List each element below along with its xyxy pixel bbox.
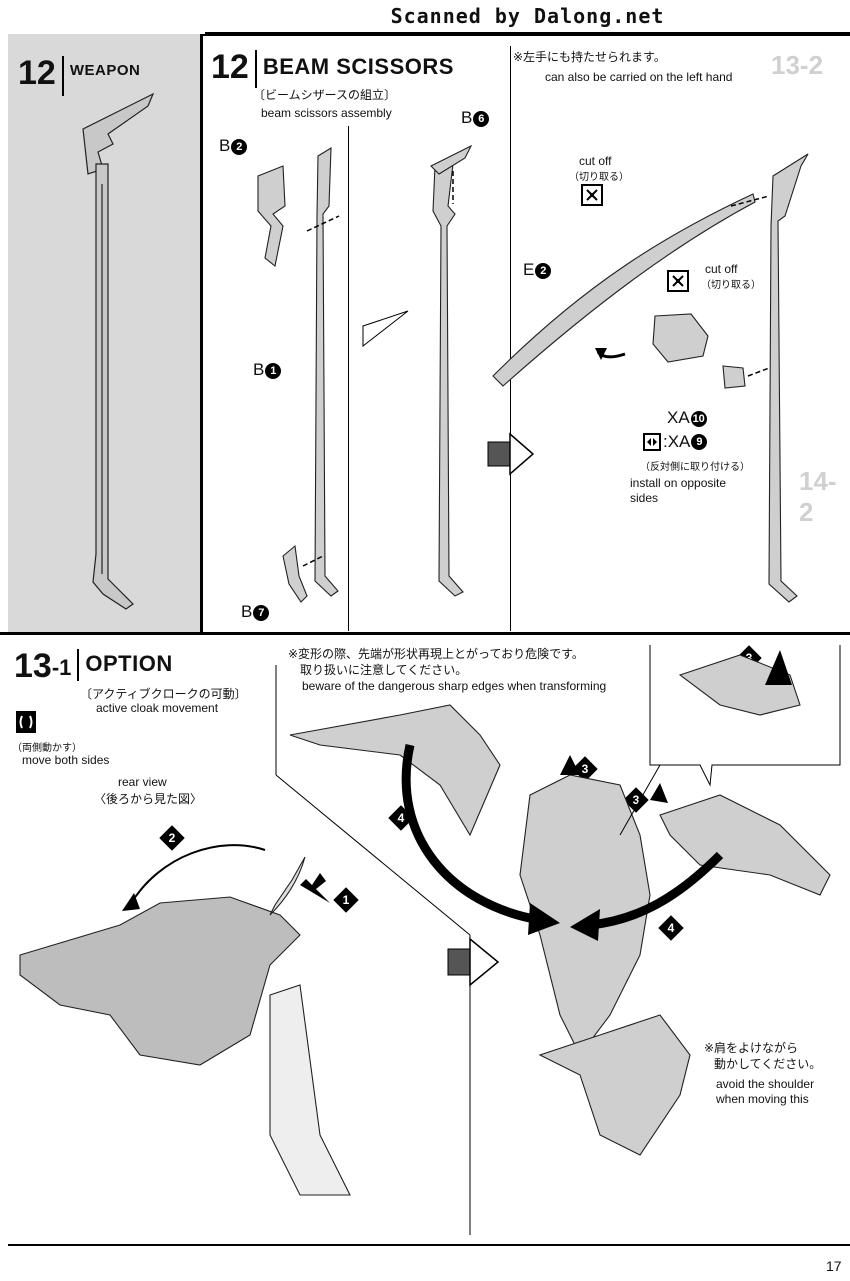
weapon-step-title: WEAPON bbox=[69, 62, 141, 79]
sub-divider bbox=[510, 46, 511, 631]
part-number-badge: 2 bbox=[231, 138, 248, 155]
opposite-note-en: install on opposite sides bbox=[630, 476, 727, 505]
beam-title-en: beam scissors assembly bbox=[261, 106, 392, 120]
bottom-rule bbox=[8, 1244, 850, 1246]
beam-step-number: 12 bbox=[211, 48, 249, 86]
option-step-sub: -1 bbox=[51, 655, 72, 680]
beam-step-title: BEAM SCISSORS bbox=[262, 54, 454, 79]
part-number-badge: 2 bbox=[535, 262, 552, 279]
shoulder-jp-2: 動かしてください。 bbox=[714, 1057, 822, 1071]
weapon-illustration bbox=[82, 92, 155, 610]
scan-credit-bar: Scanned by Dalong.net bbox=[205, 0, 850, 34]
move-both-sides-icon bbox=[16, 711, 36, 733]
beam-scissors-panel: 13-2 14-2 12 BEAM SCISSORS 〔ビームシザースの組立〕 … bbox=[203, 34, 850, 632]
option-illustration bbox=[19, 645, 841, 1235]
cut-off-jp-2: （切り取る） bbox=[701, 280, 761, 291]
option-section: 13 -1 OPTION 〔アクティブクロークの可動〕 active cloak… bbox=[0, 635, 850, 1244]
scan-credit: Scanned by Dalong.net bbox=[390, 4, 665, 28]
heading-divider bbox=[254, 50, 257, 88]
cut-off-label-2: cut off bbox=[705, 262, 738, 276]
option-title-en: active cloak movement bbox=[96, 701, 219, 715]
warning-en: beware of the dangerous sharp edges when… bbox=[302, 679, 607, 693]
sub-divider bbox=[348, 126, 349, 631]
both-sides-en: move both sides bbox=[22, 753, 110, 767]
opposite-note-jp: （反対側に取り付ける） bbox=[640, 462, 750, 473]
beam-heading: 12 BEAM SCISSORS bbox=[211, 50, 454, 88]
bg-label-14: 14-2 bbox=[799, 466, 837, 527]
shoulder-jp-1: ※肩をよけながら bbox=[704, 1041, 799, 1055]
heading-divider bbox=[61, 56, 64, 96]
heading-divider bbox=[77, 649, 80, 681]
both-sides-jp: （両側動かす） bbox=[12, 743, 82, 754]
warning-jp-2: 取り扱いに注意してください。 bbox=[300, 663, 468, 677]
option-heading: 13 -1 OPTION bbox=[14, 649, 173, 683]
left-hand-note-en: can also be carried on the left hand bbox=[545, 70, 733, 84]
part-number-badge: 6 bbox=[473, 110, 490, 127]
beam-scissors-illustration bbox=[257, 144, 809, 603]
weapon-heading: 12 WEAPON bbox=[18, 56, 140, 96]
page-number: 17 bbox=[826, 1258, 842, 1274]
weapon-panel: 12 WEAPON bbox=[8, 34, 203, 632]
beam-title-jp: 〔ビームシザースの組立〕 bbox=[253, 88, 397, 102]
option-step-number: 13 bbox=[14, 647, 52, 685]
rear-view-jp: 〈後ろから見た図〉 bbox=[94, 792, 203, 806]
option-step-title: OPTION bbox=[85, 651, 173, 676]
warning-jp-1: ※変形の際、先端が形状再現上とがっており危険です。 bbox=[288, 647, 584, 661]
nipper-icon bbox=[667, 270, 689, 292]
part-number-badge: 1 bbox=[265, 362, 282, 379]
cut-off-jp-1: （切り取る） bbox=[569, 172, 629, 183]
left-hand-note-jp: ※左手にも持たせられます。 bbox=[513, 50, 666, 64]
part-number-badge: 7 bbox=[253, 604, 270, 621]
part-number-badge: 9 bbox=[691, 434, 708, 450]
option-title-jp: 〔アクティブクロークの可動〕 bbox=[80, 687, 247, 701]
weapon-step-number: 12 bbox=[18, 54, 56, 92]
shoulder-en: avoid the shoulder when moving this bbox=[716, 1077, 815, 1106]
part-number-badge: 10 bbox=[690, 410, 707, 427]
next-step-arrow bbox=[487, 432, 535, 476]
mirror-side-icon bbox=[643, 433, 661, 451]
rear-view-en: rear view bbox=[118, 775, 167, 789]
nipper-icon bbox=[581, 184, 603, 206]
bg-label-13-2: 13-2 bbox=[771, 50, 824, 80]
section-divider bbox=[0, 632, 850, 635]
next-step-arrow bbox=[447, 937, 500, 987]
cut-off-label-1: cut off bbox=[579, 154, 612, 168]
